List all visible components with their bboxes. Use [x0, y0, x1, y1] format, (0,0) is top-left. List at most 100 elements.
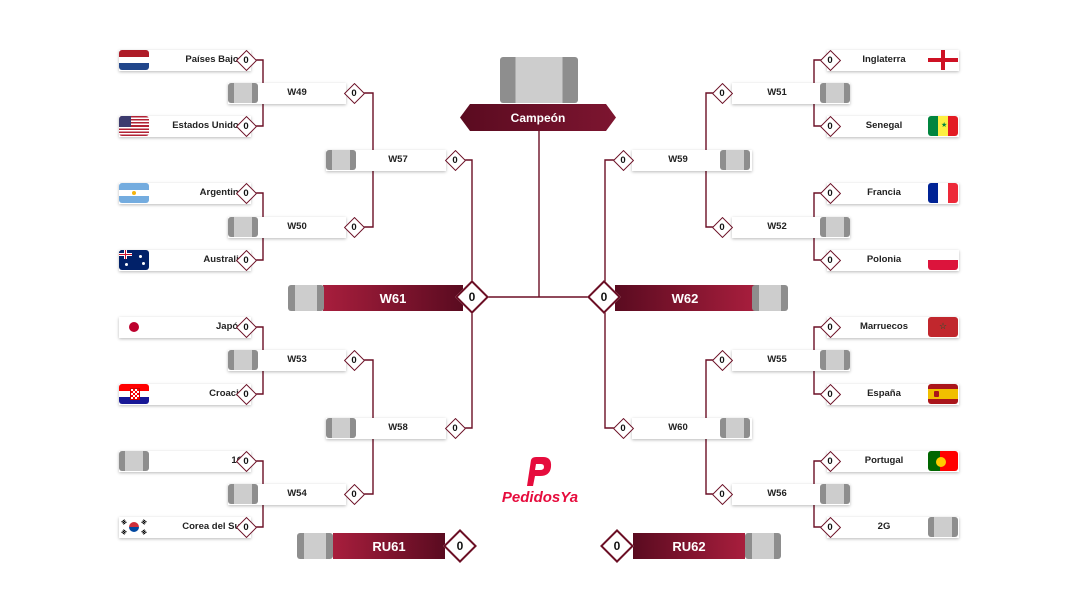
- right-team-row[interactable]: [827, 116, 959, 137]
- left-team-row[interactable]: [119, 317, 251, 338]
- right-team-score-value: 0: [827, 187, 833, 199]
- left-semi-score[interactable]: 0: [457, 282, 487, 312]
- left-r16-score-value: 0: [351, 354, 357, 366]
- right-r16-score[interactable]: 0: [712, 83, 732, 103]
- left-r16-score[interactable]: 0: [344, 83, 364, 103]
- left-team-score[interactable]: 0: [236, 384, 256, 404]
- right-qf-label: W60: [668, 422, 688, 433]
- left-qf-row[interactable]: [326, 150, 446, 171]
- left-team-score-value: 0: [243, 388, 249, 400]
- right-team-name: España: [867, 388, 901, 399]
- right-team-row[interactable]: [827, 451, 959, 472]
- right-team-score[interactable]: 0: [820, 183, 840, 203]
- left-team-row[interactable]: [119, 183, 251, 204]
- right-team-name: Portugal: [864, 455, 904, 466]
- left-team-name: Australia: [203, 254, 244, 265]
- left-team-score[interactable]: 0: [236, 116, 256, 136]
- right-team-score[interactable]: 0: [820, 517, 840, 537]
- left-qf-placeholder: [326, 418, 356, 438]
- left-r16-label: W50: [287, 221, 307, 232]
- left-qf-row[interactable]: [326, 418, 446, 439]
- left-third-banner[interactable]: RU61: [333, 533, 445, 559]
- right-team-score-value: 0: [827, 54, 833, 66]
- right-team-name: Polonia: [866, 254, 902, 265]
- left-qf-placeholder: [326, 150, 356, 170]
- left-team-row[interactable]: [119, 517, 251, 538]
- left-r16-placeholder: [228, 350, 258, 370]
- left-qf-score-value: 0: [452, 154, 458, 166]
- left-r16-score[interactable]: 0: [344, 484, 364, 504]
- left-r16-score[interactable]: 0: [344, 350, 364, 370]
- left-r16-label: W49: [287, 87, 307, 98]
- left-team-score[interactable]: 0: [236, 517, 256, 537]
- left-r16-score[interactable]: 0: [344, 217, 364, 237]
- left-team-row[interactable]: [119, 250, 251, 271]
- right-r16-placeholder: [820, 484, 850, 504]
- right-r16-score[interactable]: 0: [712, 350, 732, 370]
- right-semi-placeholder: [752, 285, 788, 311]
- right-r16-score[interactable]: 0: [712, 484, 732, 504]
- right-r16-score[interactable]: 0: [712, 217, 732, 237]
- right-team-score[interactable]: 0: [820, 317, 840, 337]
- right-team-row[interactable]: [827, 317, 959, 338]
- right-team-score[interactable]: 0: [820, 116, 840, 136]
- right-semi-score[interactable]: 0: [589, 282, 619, 312]
- right-team-name: Francia: [867, 187, 901, 198]
- right-r16-score-value: 0: [719, 488, 725, 500]
- left-team-score[interactable]: 0: [236, 50, 256, 70]
- left-r16-placeholder: [228, 217, 258, 237]
- right-team-name: Senegal: [865, 120, 903, 131]
- left-team-row[interactable]: [119, 451, 251, 472]
- left-qf-score-value: 0: [452, 422, 458, 434]
- brand-name: PedidosYa: [501, 489, 579, 506]
- right-r16-label: W55: [767, 354, 787, 365]
- right-team-score[interactable]: 0: [820, 50, 840, 70]
- right-third-score[interactable]: 0: [602, 531, 632, 561]
- right-third-banner[interactable]: RU62: [633, 533, 745, 559]
- right-team-score-value: 0: [827, 388, 833, 400]
- left-team-name: Países Bajos: [185, 54, 244, 65]
- right-team-row[interactable]: [827, 384, 959, 405]
- left-semi-score-value: 0: [468, 290, 476, 304]
- south-korea-flag-icon: [119, 517, 149, 537]
- right-team-score[interactable]: 0: [820, 451, 840, 471]
- left-qf-score[interactable]: 0: [445, 150, 465, 170]
- left-qf-score[interactable]: 0: [445, 418, 465, 438]
- japan-flag-icon: [119, 317, 149, 337]
- left-r16-placeholder: [228, 83, 258, 103]
- left-r16-label: W53: [287, 354, 307, 365]
- right-team-row[interactable]: [827, 183, 959, 204]
- left-team-row[interactable]: [119, 384, 251, 405]
- right-team-score-value: 0: [827, 120, 833, 132]
- right-semi-banner[interactable]: W62: [615, 285, 755, 311]
- usa-flag-icon: [119, 116, 149, 136]
- left-team-name: Croacia: [209, 388, 244, 399]
- champion-banner: [460, 104, 616, 131]
- right-third-placeholder: [745, 533, 781, 559]
- right-team-row[interactable]: [827, 517, 959, 538]
- right-team-row[interactable]: [827, 50, 959, 71]
- croatia-flag-icon: [119, 384, 149, 404]
- right-team-name: Marruecos: [859, 321, 909, 332]
- left-team-score-value: 0: [243, 254, 249, 266]
- left-team-score[interactable]: 0: [236, 183, 256, 203]
- left-team-row[interactable]: [119, 116, 251, 137]
- left-team-name: 1G: [231, 455, 244, 466]
- left-team-score[interactable]: 0: [236, 451, 256, 471]
- right-team-score[interactable]: 0: [820, 250, 840, 270]
- right-r16-label: W52: [767, 221, 787, 232]
- right-team-row[interactable]: [827, 250, 959, 271]
- right-team-score[interactable]: 0: [820, 384, 840, 404]
- left-team-score[interactable]: 0: [236, 250, 256, 270]
- left-team-row[interactable]: [119, 50, 251, 71]
- left-team-score[interactable]: 0: [236, 317, 256, 337]
- netherlands-flag-icon: [119, 50, 149, 70]
- left-r16-placeholder: [228, 484, 258, 504]
- left-semi-banner[interactable]: W61: [323, 285, 463, 311]
- right-r16-placeholder: [820, 217, 850, 237]
- left-third-score[interactable]: 0: [445, 531, 475, 561]
- right-qf-score[interactable]: 0: [613, 418, 633, 438]
- right-qf-score[interactable]: 0: [613, 150, 633, 170]
- right-qf-score-value: 0: [620, 422, 626, 434]
- france-flag-icon: [928, 183, 958, 203]
